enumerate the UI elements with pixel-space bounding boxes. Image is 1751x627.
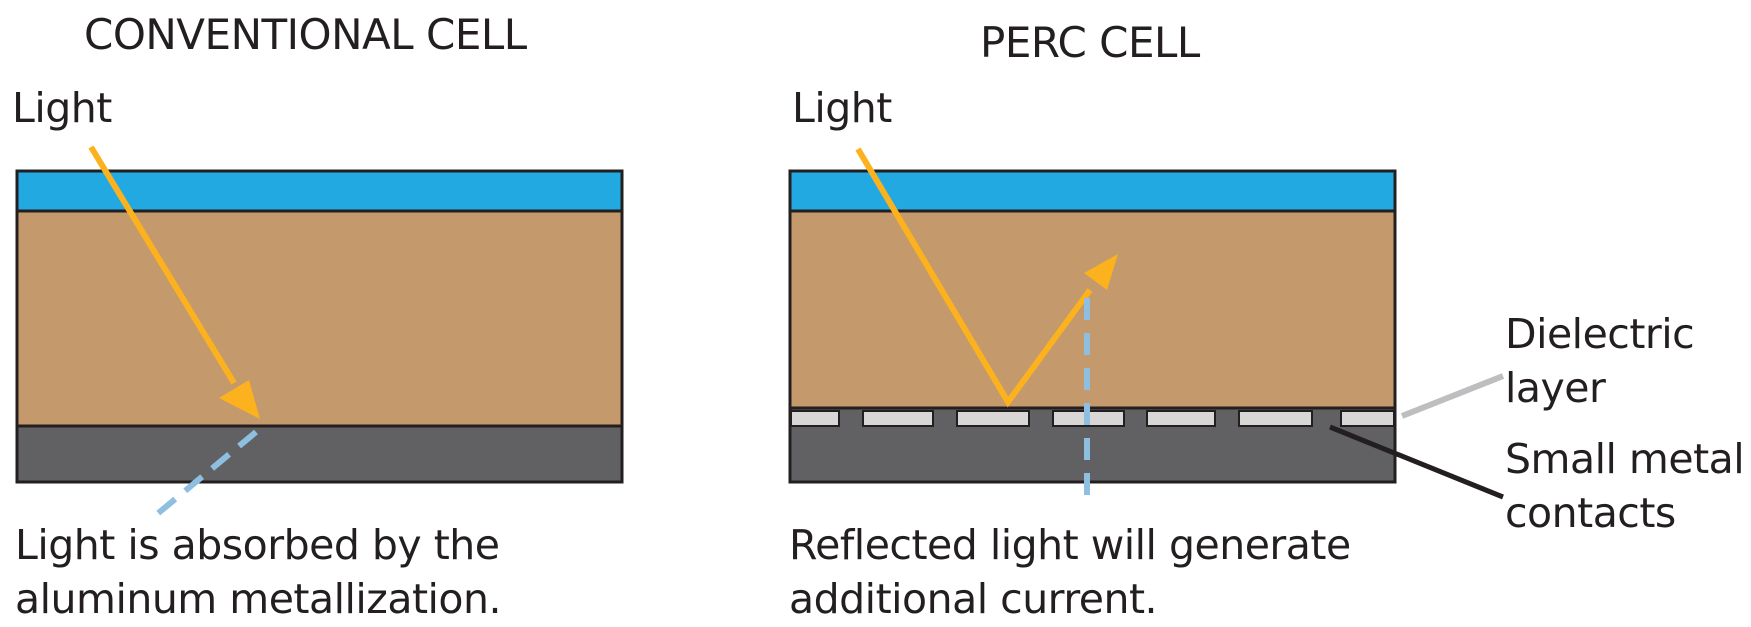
conventional-silicon-layer (17, 211, 622, 427)
conventional-cell (15, 145, 624, 523)
conventional-cell-outline (15, 169, 624, 484)
conventional-caption-line: Light is absorbed by the (15, 521, 500, 569)
small-metal-contacts-label: Small metal contacts (1505, 432, 1745, 540)
perc-cell-outline (788, 169, 1397, 484)
conventional-caption-line: aluminum metallization. (15, 575, 502, 623)
perc-light-arrow-icon (855, 147, 1118, 408)
conventional-metal-layer (17, 426, 622, 482)
perc-caption: Reflected light will generate additional… (789, 518, 1351, 626)
perc-caption-line: additional current. (789, 575, 1158, 623)
perc-cell-title: PERC CELL (980, 18, 1200, 67)
conventional-light-label: Light (12, 84, 112, 132)
perc-silicon-layer (790, 211, 1395, 409)
dielectric-pointer-line (1400, 373, 1505, 419)
contacts-label-line: Small metal (1505, 435, 1745, 483)
dielectric-label-line: layer (1505, 364, 1606, 412)
conventional-cell-title: CONVENTIONAL CELL (84, 10, 527, 59)
conventional-caption: Light is absorbed by the aluminum metall… (15, 518, 502, 626)
perc-caption-line: Reflected light will generate (789, 521, 1351, 569)
perc-dielectric-layer (790, 410, 1395, 427)
perc-light-label: Light (792, 84, 892, 132)
dielectric-layer-label: Dielectric layer (1505, 307, 1695, 415)
contacts-label-line: contacts (1505, 489, 1676, 537)
perc-cell (788, 147, 1505, 502)
conventional-light-arrow-icon (88, 145, 260, 419)
dielectric-label-line: Dielectric (1505, 310, 1695, 358)
contacts-pointer-line (1329, 424, 1504, 500)
conventional-absorbed-path-icon (148, 429, 258, 523)
